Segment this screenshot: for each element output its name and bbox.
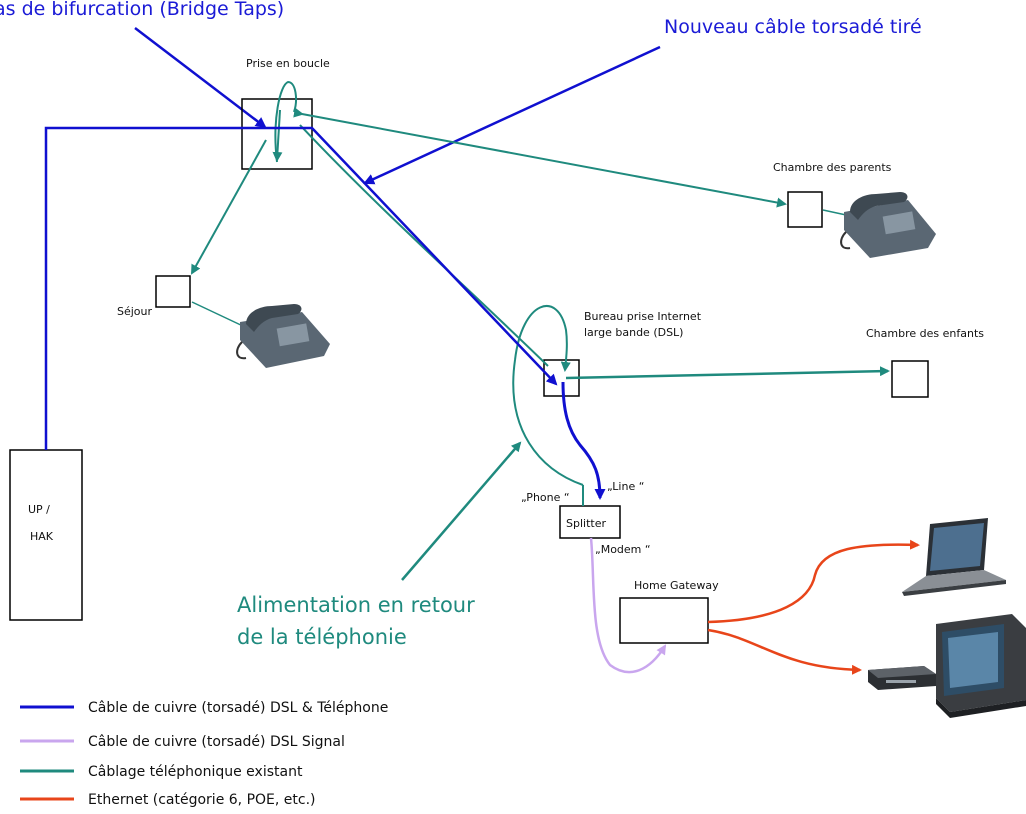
legend-item: Câblage téléphonique existant (20, 764, 303, 780)
legend: Câble de cuivre (torsadé) DSL & Téléphon… (20, 700, 388, 808)
splitter-label: Splitter (566, 517, 606, 530)
parents-room-socket (787, 191, 823, 228)
feed-back-annotation-line1: Alimentation en retour (237, 593, 475, 617)
legend-label: Ethernet (catégorie 6, POE, etc.) (88, 792, 316, 808)
living-room-label: Séjour (117, 305, 153, 318)
home-gateway-label: Home Gateway (634, 579, 719, 592)
television-icon (936, 614, 1026, 718)
legend-item: Ethernet (catégorie 6, POE, etc.) (20, 792, 316, 808)
feed-back-pointer (401, 441, 522, 581)
legend-label: Câble de cuivre (torsadé) DSL & Téléphon… (88, 700, 388, 716)
living-room-phone-cord (191, 301, 246, 328)
dsl-phone-main-line (44, 126, 558, 450)
bridge-taps-pointer (134, 27, 267, 129)
bridge-taps-annotation: as de bifurcation (Bridge Taps) (0, 0, 284, 20)
up-hak-label-line1: UP / (28, 503, 50, 516)
desk-phone-icon (236, 304, 330, 368)
legend-label: Câble de cuivre (torsadé) DSL Signal (88, 734, 345, 750)
new-cable-pointer (363, 45, 661, 185)
ethernet-to-laptop (707, 539, 920, 624)
legend-label: Câblage téléphonique existant (88, 764, 303, 780)
dsl-office-to-splitter (561, 381, 606, 500)
wire-to-children-room (565, 366, 890, 380)
loop-socket-bridge-tap (274, 80, 297, 163)
splitter-box (559, 505, 621, 539)
legend-item: Câble de cuivre (torsadé) DSL Signal (20, 734, 345, 750)
set-top-box-icon (868, 666, 936, 690)
children-room-label: Chambre des enfants (866, 327, 984, 340)
new-cable-annotation: Nouveau câble torsadé tiré (664, 16, 922, 38)
desk-phone-icon (840, 192, 936, 258)
feed-back-annotation-line2: de la téléphonie (237, 625, 407, 649)
up-hak-label-line2: HAK (30, 530, 54, 543)
loop-socket-label: Prise en boucle (246, 57, 330, 70)
office-label-line1: Bureau prise Internet (584, 310, 702, 323)
legend-item: Câble de cuivre (torsadé) DSL & Téléphon… (20, 700, 388, 716)
home-gateway-box (619, 597, 709, 644)
wire-to-office (299, 124, 549, 367)
ethernet-to-set-top-box (707, 628, 862, 675)
parents-room-label: Chambre des parents (773, 161, 892, 174)
living-room-socket (155, 275, 191, 308)
office-label-line2: large bande (DSL) (584, 326, 683, 339)
wire-to-parents-room (293, 107, 787, 208)
laptop-icon (902, 518, 1006, 596)
dsl-signal-to-gateway (589, 537, 667, 674)
children-room-socket (891, 360, 929, 398)
phone-port-label: „Phone “ (521, 491, 570, 504)
modem-port-label: „Modem “ (595, 543, 651, 556)
loop-socket-inner-wire (272, 109, 283, 162)
wire-to-living-room (191, 139, 267, 275)
line-port-label: „Line “ (607, 480, 644, 493)
feed-back-loop-wire (512, 305, 584, 486)
